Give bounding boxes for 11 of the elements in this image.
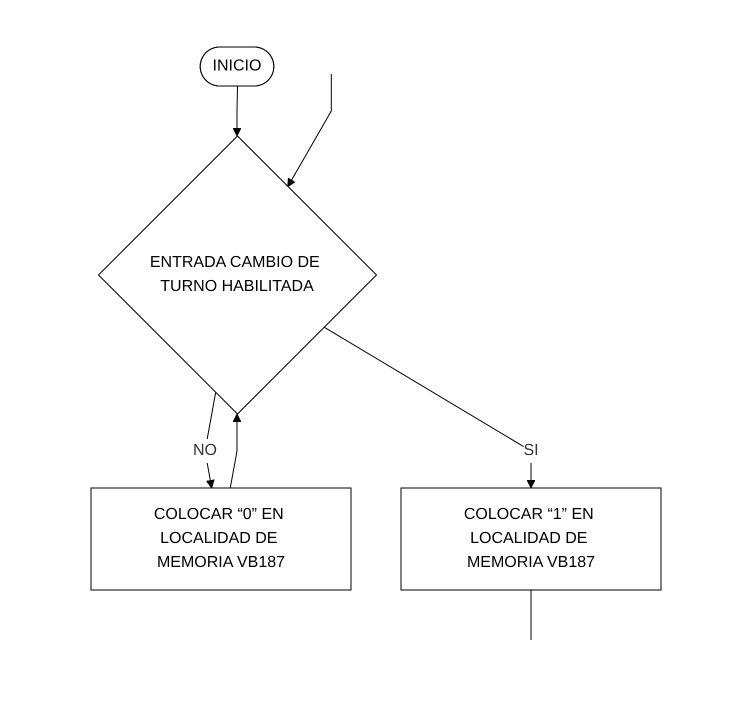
edge-label: SI	[523, 442, 539, 459]
arrow	[232, 86, 242, 136]
node-box: COLOCAR “0” EN LOCALIDAD DE MEMORIA VB187	[90, 488, 352, 590]
arrow	[230, 414, 242, 488]
node-box: COLOCAR “1” EN LOCALIDAD DE MEMORIA VB187	[400, 488, 662, 590]
node-diamond: ENTRADA CAMBIO DE TURNO HABILITADA	[98, 135, 378, 415]
connector	[530, 590, 532, 640]
arrow	[204, 392, 216, 488]
edge-label: NO	[193, 442, 217, 459]
arrow	[287, 74, 332, 188]
arrow	[323, 326, 536, 488]
